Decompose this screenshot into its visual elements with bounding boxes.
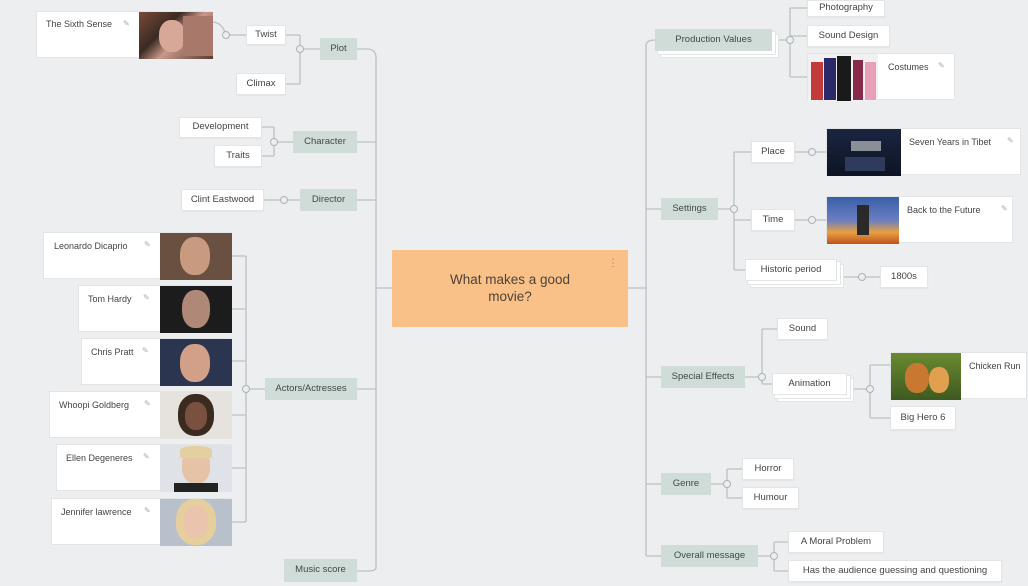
card-chris-pratt[interactable]: Chris Pratt ✎ xyxy=(81,338,232,386)
central-topic[interactable]: What makes a good movie? ⋮ xyxy=(392,250,628,327)
movie-still-image xyxy=(139,12,213,59)
connector-knob[interactable] xyxy=(786,36,794,44)
node-photography[interactable]: Photography xyxy=(807,0,885,17)
kebab-menu-icon[interactable]: ⋮ xyxy=(608,258,618,269)
branch-character[interactable]: Character xyxy=(293,131,357,153)
card-ellen-degeneres[interactable]: Ellen Degeneres ✎ xyxy=(56,444,232,492)
card-label: Seven Years in Tibet xyxy=(909,137,992,147)
pencil-icon[interactable]: ✎ xyxy=(1007,136,1014,145)
branch-plot[interactable]: Plot xyxy=(320,38,357,60)
pencil-icon[interactable]: ✎ xyxy=(142,346,149,355)
node-big-hero-6[interactable]: Big Hero 6 xyxy=(890,406,956,430)
connector-knob[interactable] xyxy=(723,480,731,488)
node-humour[interactable]: Humour xyxy=(742,487,799,509)
connector-knob[interactable] xyxy=(858,273,866,281)
node-horror[interactable]: Horror xyxy=(742,458,794,480)
branch-director[interactable]: Director xyxy=(300,189,357,211)
central-topic-label: What makes a good movie? xyxy=(449,271,571,304)
actor-photo xyxy=(160,339,232,386)
movie-poster-image xyxy=(827,129,901,176)
pencil-icon[interactable]: ✎ xyxy=(123,19,130,28)
connector-knob[interactable] xyxy=(270,138,278,146)
connector-knob[interactable] xyxy=(222,31,230,39)
movie-still-image xyxy=(891,353,961,400)
branch-genre[interactable]: Genre xyxy=(661,473,711,495)
actor-photo xyxy=(160,286,232,333)
node-sound[interactable]: Sound xyxy=(777,318,828,340)
node-1800s[interactable]: 1800s xyxy=(880,266,928,288)
connector-knob[interactable] xyxy=(808,216,816,224)
card-the-sixth-sense[interactable]: The Sixth Sense ✎ xyxy=(36,11,213,59)
node-place[interactable]: Place xyxy=(751,141,795,163)
card-label: Leonardo Dicaprio xyxy=(54,241,128,251)
actor-photo xyxy=(160,233,232,280)
card-back-to-the-future[interactable]: Back to the Future ✎ xyxy=(826,196,1013,244)
card-label: Ellen Degeneres xyxy=(66,453,133,463)
node-time[interactable]: Time xyxy=(751,209,795,231)
card-chicken-run[interactable]: Chicken Run xyxy=(890,352,1027,400)
pencil-icon[interactable]: ✎ xyxy=(938,61,945,70)
node-traits[interactable]: Traits xyxy=(214,145,262,167)
card-costumes[interactable]: Costumes ✎ xyxy=(807,53,955,101)
card-label: Tom Hardy xyxy=(88,294,132,304)
pencil-icon[interactable]: ✎ xyxy=(144,399,151,408)
pencil-icon[interactable]: ✎ xyxy=(144,240,151,249)
costumes-image xyxy=(808,54,878,101)
branch-production-values[interactable]: Production Values xyxy=(655,29,772,51)
connector-knob[interactable] xyxy=(758,373,766,381)
card-label: Whoopi Goldberg xyxy=(59,400,130,410)
pencil-icon[interactable]: ✎ xyxy=(144,506,151,515)
card-label: Chris Pratt xyxy=(91,347,134,357)
node-climax[interactable]: Climax xyxy=(236,73,286,95)
node-clint-eastwood[interactable]: Clint Eastwood xyxy=(181,189,264,211)
connector-knob[interactable] xyxy=(808,148,816,156)
connector-knob[interactable] xyxy=(280,196,288,204)
branch-overall-message[interactable]: Overall message xyxy=(661,545,758,567)
card-label: Chicken Run xyxy=(969,361,1021,371)
movie-poster-image xyxy=(827,197,899,244)
card-whoopi-goldberg[interactable]: Whoopi Goldberg ✎ xyxy=(49,391,232,439)
branch-settings[interactable]: Settings xyxy=(661,198,718,220)
actor-photo xyxy=(160,392,232,439)
branch-actors-actresses[interactable]: Actors/Actresses xyxy=(265,378,357,400)
card-tom-hardy[interactable]: Tom Hardy ✎ xyxy=(78,285,232,333)
card-leonardo-dicaprio[interactable]: Leonardo Dicaprio ✎ xyxy=(43,232,232,280)
connector-knob[interactable] xyxy=(730,205,738,213)
card-label: Jennifer lawrence xyxy=(61,507,132,517)
card-label: Back to the Future xyxy=(907,205,981,215)
card-jennifer-lawrence[interactable]: Jennifer lawrence ✎ xyxy=(51,498,232,546)
pencil-icon[interactable]: ✎ xyxy=(143,452,150,461)
node-audience-guessing[interactable]: Has the audience guessing and questionin… xyxy=(788,560,1002,582)
branch-music-score[interactable]: Music score xyxy=(284,559,357,582)
connector-knob[interactable] xyxy=(866,385,874,393)
node-a-moral-problem[interactable]: A Moral Problem xyxy=(788,531,884,553)
connector-knob[interactable] xyxy=(242,385,250,393)
node-sound-design[interactable]: Sound Design xyxy=(807,25,890,47)
node-animation[interactable]: Animation xyxy=(772,373,847,395)
node-historic-period[interactable]: Historic period xyxy=(745,259,837,281)
pencil-icon[interactable]: ✎ xyxy=(1001,204,1008,213)
pencil-icon[interactable]: ✎ xyxy=(143,293,150,302)
card-seven-years-in-tibet[interactable]: Seven Years in Tibet ✎ xyxy=(826,128,1021,176)
branch-special-effects[interactable]: Special Effects xyxy=(661,366,745,388)
actor-photo xyxy=(160,445,232,492)
node-twist[interactable]: Twist xyxy=(246,25,286,45)
actor-photo xyxy=(160,499,232,546)
connector-knob[interactable] xyxy=(296,45,304,53)
card-label: The Sixth Sense xyxy=(46,19,113,29)
card-label: Costumes xyxy=(888,62,929,72)
node-development[interactable]: Development xyxy=(179,117,262,138)
connector-knob[interactable] xyxy=(770,552,778,560)
